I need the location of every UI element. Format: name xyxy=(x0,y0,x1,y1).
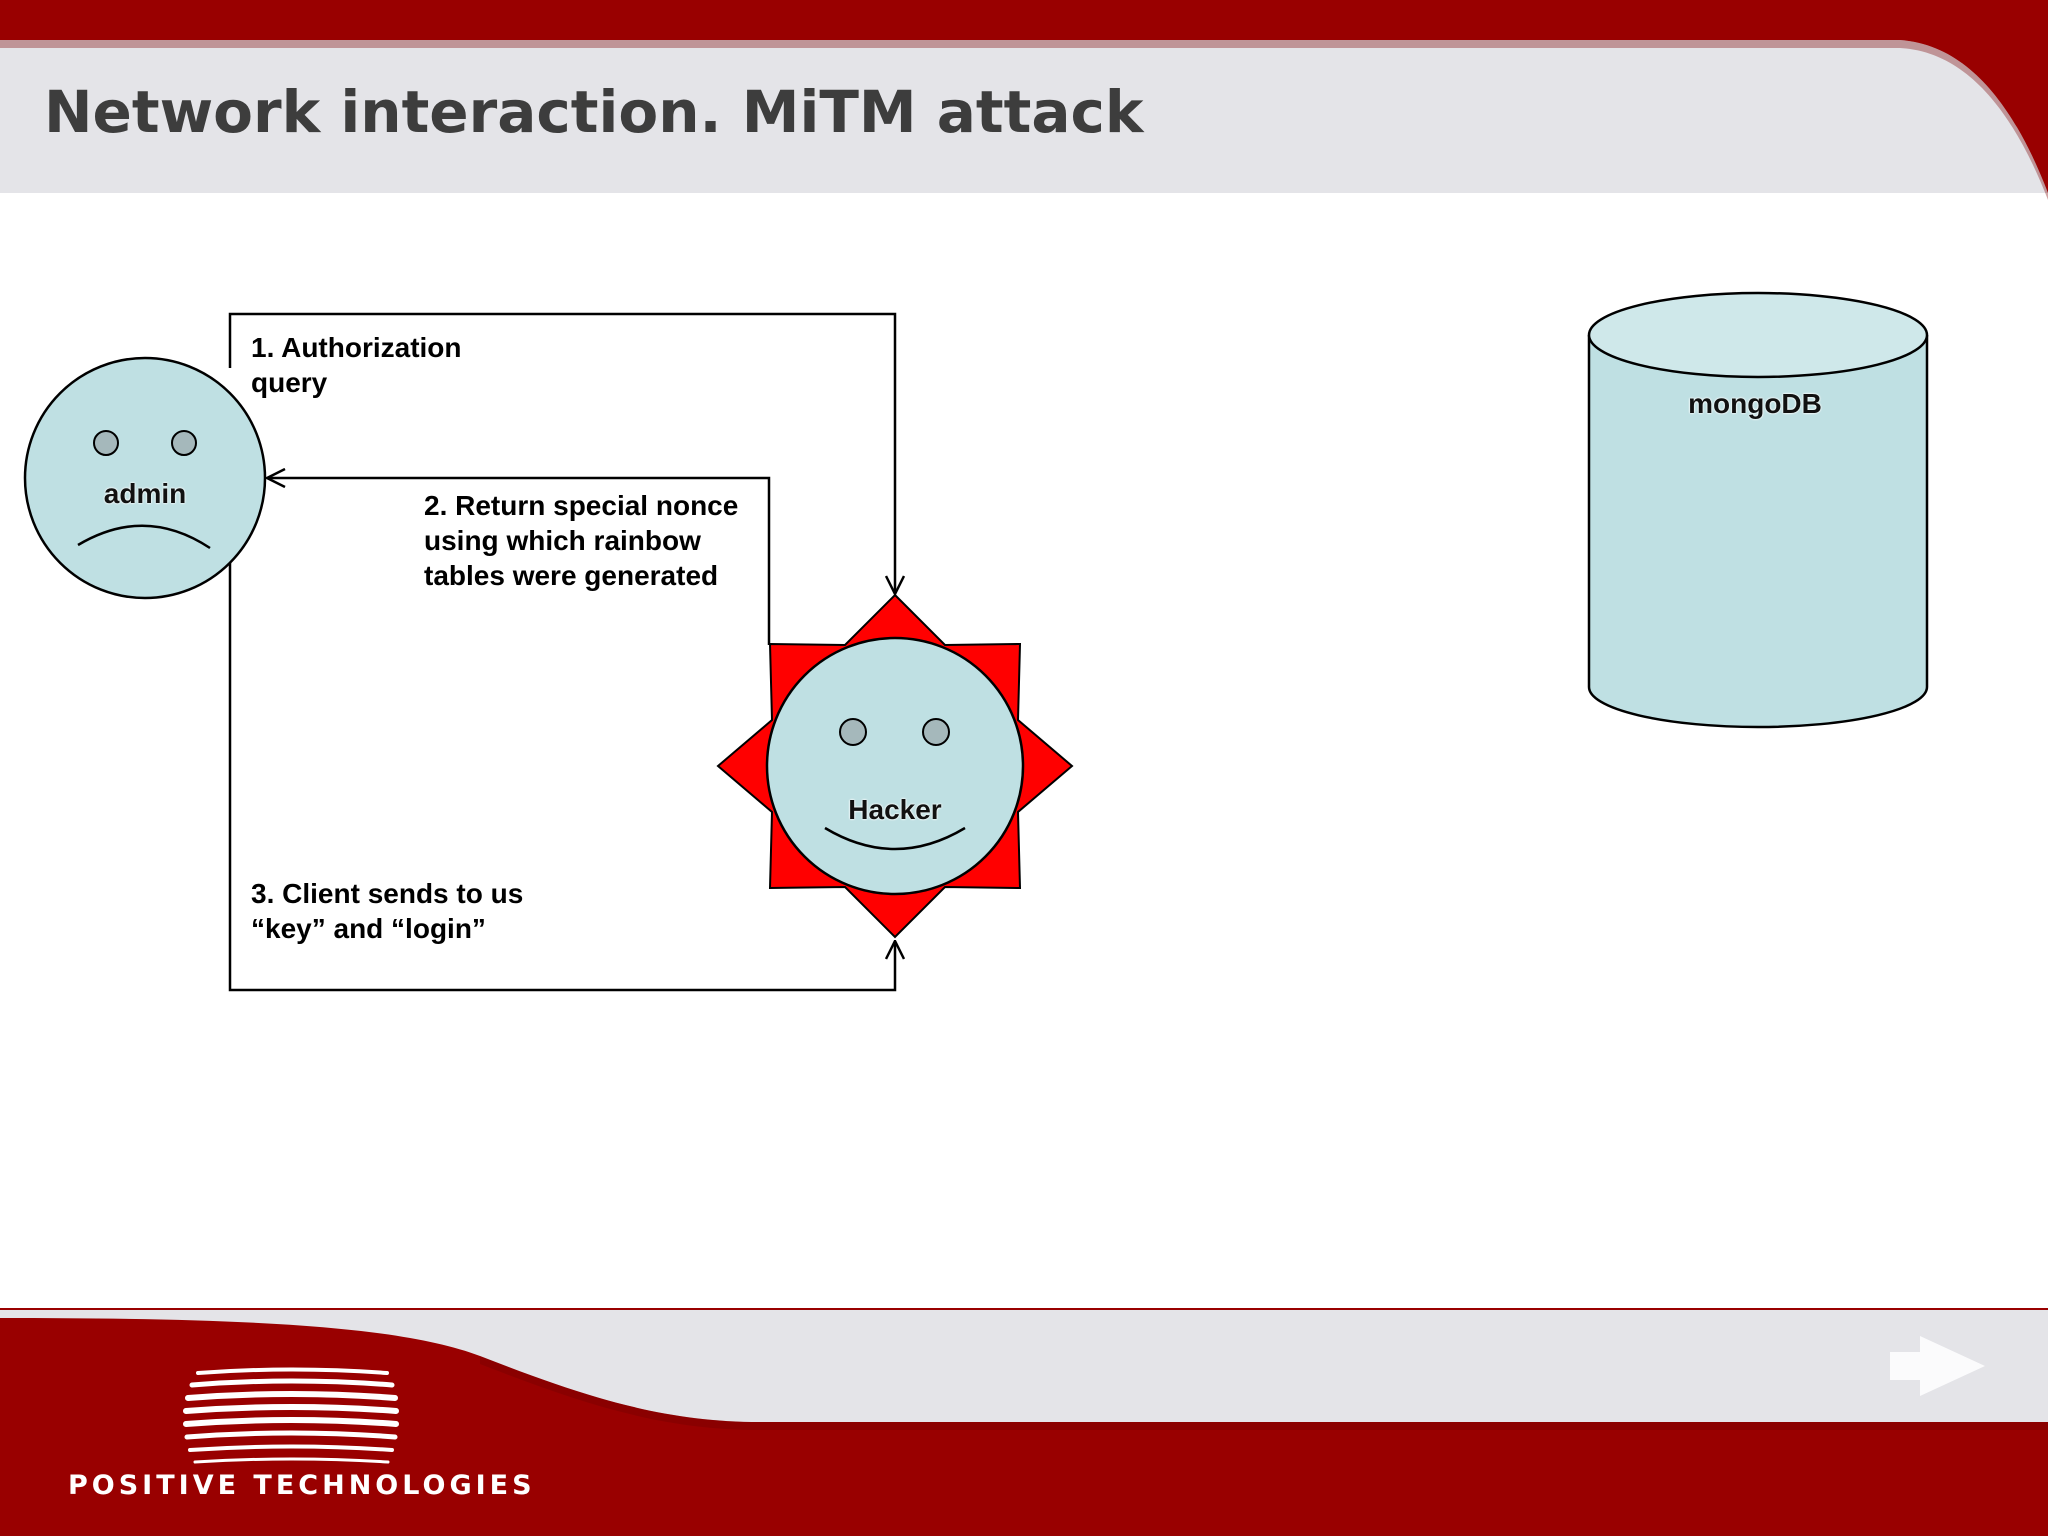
mongodb-label: mongoDB xyxy=(1688,388,1822,419)
admin-frown xyxy=(77,524,211,550)
admin-right-eye xyxy=(171,430,197,456)
step1-line: 1. Authorization xyxy=(251,332,462,363)
flow-connectors xyxy=(228,312,895,992)
step2-label: 2. Return special nonce using which rain… xyxy=(424,488,738,593)
step3-line: “key” and “login” xyxy=(251,913,486,944)
header-band xyxy=(0,0,2048,200)
mongodb-node xyxy=(1587,291,1929,729)
admin-node xyxy=(23,356,267,600)
step3-line: 3. Client sends to us xyxy=(251,878,524,909)
positive-technologies-logo xyxy=(183,1367,399,1464)
step1-label: 1. Authorization query xyxy=(251,330,462,400)
arrow-right-icon[interactable] xyxy=(1890,1336,1985,1396)
hacker-left-eye xyxy=(839,718,867,746)
step2-line: using which rainbow xyxy=(424,525,701,556)
connector-step1 xyxy=(228,312,895,594)
brand-wordmark: POSITIVE TECHNOLOGIES xyxy=(68,1470,536,1501)
step2-line: tables were generated xyxy=(424,560,719,591)
step3-label: 3. Client sends to us “key” and “login” xyxy=(251,876,523,946)
hacker-right-eye xyxy=(922,718,950,746)
connector-step2 xyxy=(267,478,771,645)
hacker-label: Hacker xyxy=(848,794,942,825)
hacker-node xyxy=(716,593,1074,939)
hacker-smile xyxy=(824,826,966,851)
connector-step3 xyxy=(228,558,895,992)
step2-line: 2. Return special nonce xyxy=(424,490,739,521)
slide-title: Network interaction. MiTM attack xyxy=(44,78,1144,146)
step1-line: query xyxy=(251,367,328,398)
admin-left-eye xyxy=(93,430,119,456)
admin-label: admin xyxy=(103,478,187,509)
